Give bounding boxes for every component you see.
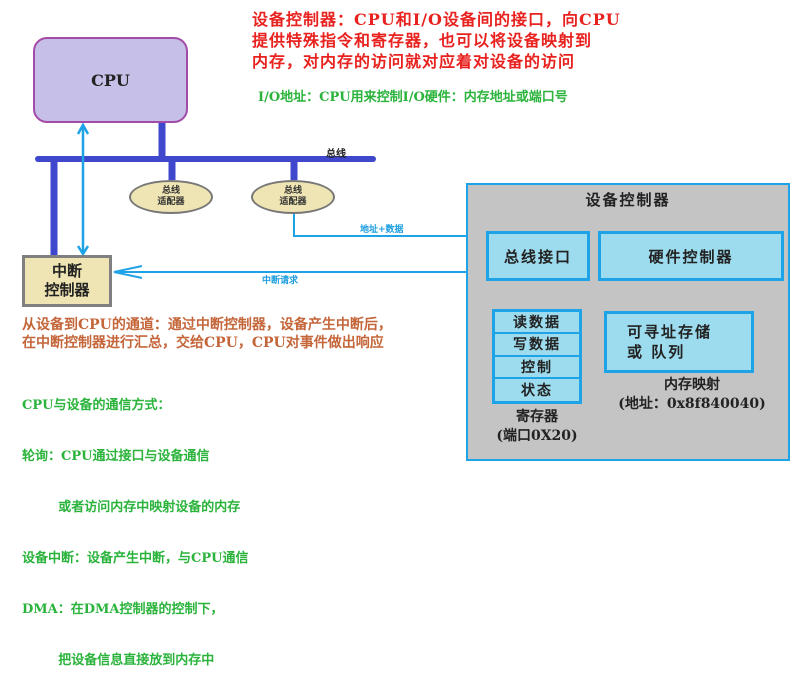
bus-adapter: 总线 适配器 bbox=[251, 180, 335, 214]
io-address-note: I/O地址：CPU用来控制I/O硬件：内存地址或端口号 bbox=[258, 90, 568, 105]
description-line: 提供特殊指令和寄存器，也可以将设备映射到 bbox=[252, 31, 593, 50]
interrupt-arrow-head bbox=[113, 265, 143, 279]
bus-label: 总线 bbox=[326, 149, 346, 160]
registers-port: (端口0X20) bbox=[496, 428, 578, 444]
adapter-label: 适配器 bbox=[279, 197, 307, 207]
register-status: 状态 bbox=[521, 382, 553, 399]
note-line: 从设备到CPU的通道：通过中断控制器，设备产生中断后， bbox=[22, 317, 392, 333]
memory-map-caption: 内存映射 (地址：0x8f840040) bbox=[596, 376, 788, 414]
cpu-label: CPU bbox=[91, 70, 130, 90]
registers-caption-title: 寄存器 bbox=[516, 409, 558, 425]
interrupt-path-note: 从设备到CPU的通道：通过中断控制器，设备产生中断后， 在中断控制器进行汇总，交… bbox=[22, 316, 392, 352]
device-controller-description: 设备控制器：CPU和I/O设备间的接口，向CPU 提供特殊指令和寄存器，也可以将… bbox=[252, 9, 621, 72]
bus-wiring bbox=[35, 122, 486, 279]
note-line: CPU与设备的通信方式： bbox=[22, 398, 171, 413]
interrupt-controller-label: 控制器 bbox=[44, 281, 90, 299]
register-write-data: 写数据 bbox=[495, 334, 579, 357]
adapter-label: 适配器 bbox=[157, 197, 185, 207]
device-controller-title: 设备控制器 bbox=[585, 191, 671, 209]
hardware-controller-box: 硬件控制器 bbox=[598, 231, 784, 281]
interrupt-request-label: 中断请求 bbox=[262, 276, 299, 286]
device-controller: 设备控制器 总线接口 硬件控制器 读数据 写数据 控制 状态 寄存器 (端口0X… bbox=[466, 183, 790, 461]
note-line: 把设备信息直接放到内存中 bbox=[22, 653, 215, 668]
description-line: 设备控制器：CPU和I/O设备间的接口，向CPU bbox=[252, 10, 621, 29]
addressable-storage-box: 可寻址存储 或 队列 bbox=[604, 311, 754, 373]
memory-map-title: 内存映射 bbox=[664, 377, 720, 393]
bus-interface-label: 总线接口 bbox=[503, 247, 572, 266]
register-control: 控制 bbox=[495, 357, 579, 379]
address-data-line bbox=[293, 211, 486, 237]
adapter-label: 总线 bbox=[161, 186, 180, 196]
register-read-data: 读数据 bbox=[495, 312, 579, 335]
interrupt-controller-label: 中断 bbox=[51, 262, 82, 280]
interrupt-controller: 中断 控制器 bbox=[22, 255, 112, 307]
note-line: 或者访问内存中映射设备的内存 bbox=[22, 500, 241, 515]
registers-caption: 寄存器 (端口0X20) bbox=[472, 408, 602, 446]
hardware-controller-label: 硬件控制器 bbox=[648, 247, 734, 266]
note-line: 轮询：CPU通过接口与设备通信 bbox=[22, 449, 210, 464]
note-line: 在中断控制器进行汇总，交给CPU，CPU对事件做出响应 bbox=[22, 335, 384, 351]
memory-map-address: (地址：0x8f840040) bbox=[618, 396, 766, 412]
note-line: 设备中断：设备产生中断，与CPU通信 bbox=[22, 551, 249, 566]
bus-adapter: 总线 适配器 bbox=[129, 180, 213, 214]
arrow-up-head bbox=[76, 122, 90, 135]
storage-label: 可寻址存储 bbox=[627, 323, 713, 341]
address-data-label: 地址+数据 bbox=[360, 225, 404, 235]
register-stack: 读数据 写数据 控制 状态 bbox=[492, 309, 582, 404]
description-line: 内存，对内存的访问就对应着对设备的访问 bbox=[252, 52, 576, 71]
cpu-box: CPU bbox=[33, 37, 188, 123]
bus-interface-box: 总线接口 bbox=[486, 231, 590, 281]
note-line: DMA：在DMA控制器的控制下， bbox=[22, 602, 224, 617]
storage-label: 或 队列 bbox=[627, 343, 686, 361]
communication-methods-note: CPU与设备的通信方式： 轮询：CPU通过接口与设备通信 或者访问内存中映射设备… bbox=[22, 363, 248, 686]
arrow-down-head bbox=[76, 245, 90, 257]
adapter-label: 总线 bbox=[283, 186, 302, 196]
